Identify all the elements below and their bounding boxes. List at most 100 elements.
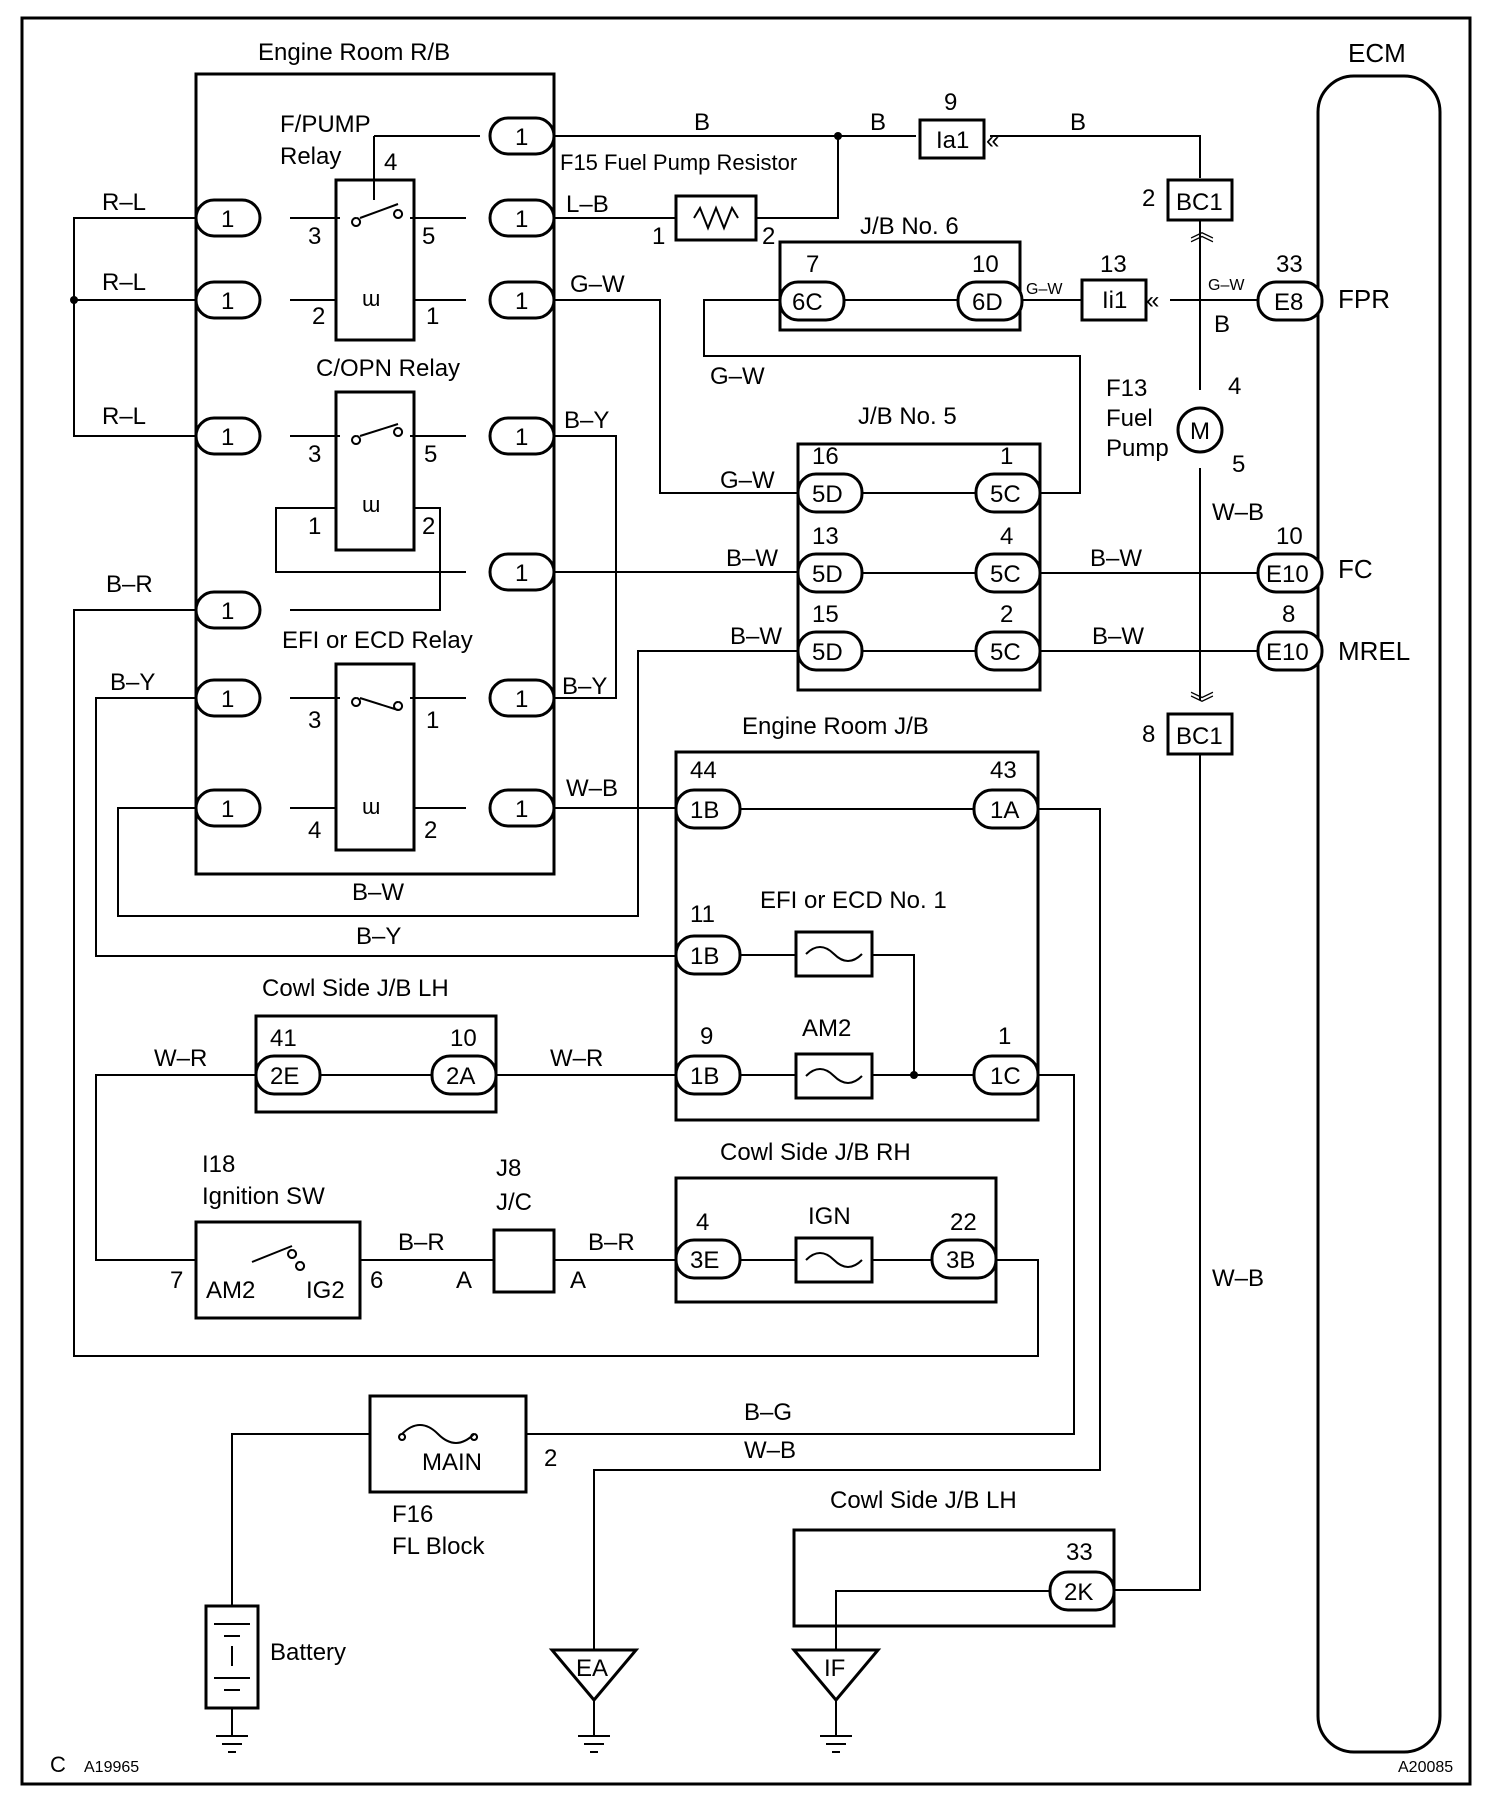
rb-conn-label: 1: [515, 124, 528, 151]
connector-e8-label: E8: [1274, 289, 1303, 316]
connector-6c-label: 6C: [792, 289, 823, 316]
connector-bc1-lower-arrow: ︾: [1190, 691, 1214, 718]
ecm-block: [1316, 74, 1442, 1754]
jb5-pin: 16: [812, 443, 839, 470]
jc-title-1: J8: [496, 1155, 521, 1182]
efi-relay-switch: [351, 697, 404, 711]
rb-conn-label: 1: [221, 288, 234, 315]
rb-conn-label: 1: [515, 424, 528, 451]
ecm-pin-fpr: FPR: [1338, 284, 1390, 314]
wire-l-b: [554, 136, 839, 219]
battery-cells: [214, 1623, 250, 1691]
jb5-conn-label: 5C: [990, 639, 1021, 666]
rb-conn-label: 1: [515, 288, 528, 315]
jb5-conn-label: 5C: [990, 561, 1021, 588]
ground-if-label: IF: [824, 1655, 845, 1682]
connector-1b-label: 1B: [690, 1063, 719, 1090]
cowl-rh-title: Cowl Side J/B RH: [720, 1139, 911, 1166]
engine-room-rb-title: Engine Room R/B: [258, 39, 450, 66]
fpump-pin-2: 2: [312, 303, 325, 330]
footer-left-letter: C: [50, 1752, 66, 1777]
wire-w-b-ecm: [1114, 754, 1201, 1591]
copn-relay-title: C/OPN Relay: [316, 355, 460, 382]
cowl-lh-title: Cowl Side J/B LH: [262, 975, 449, 1002]
wire-label-b-y: B–Y: [562, 673, 607, 700]
jc-a-left: A: [456, 1267, 472, 1294]
connector-1a-pin: 43: [990, 757, 1017, 784]
junction-connector-j8: [492, 1228, 556, 1294]
connector-2e-label: 2E: [270, 1063, 299, 1090]
resistor-zigzag: [693, 205, 739, 231]
connector-bc1-upper-label: BC1: [1176, 189, 1223, 216]
connector-e10-fc: [1256, 552, 1324, 594]
jb5-connectors: [796, 472, 1042, 672]
fuse-ign-symbol: [805, 1252, 863, 1268]
connector-3b-label: 3B: [946, 1247, 975, 1274]
jb6-pin-7: 7: [806, 251, 819, 278]
fpump-pin-5: 5: [422, 223, 435, 250]
cowl-lh-lower-internal: [835, 1590, 1050, 1650]
connector-1b-pin: 11: [690, 901, 715, 928]
am2-fuse-title: AM2: [802, 1015, 851, 1042]
fuel-pump-label-3: Pump: [1106, 435, 1169, 462]
connector-li1-arrow: «: [1146, 287, 1159, 314]
wire-label-b-w: B–W: [730, 623, 782, 650]
fuse-efi-no1-symbol: [805, 946, 863, 962]
wire-label-b: B: [1214, 311, 1230, 338]
ignition-sw-switch: [251, 1245, 306, 1271]
rb-conn-label: 1: [221, 686, 234, 713]
connector-e10-mrel-label: E10: [1266, 639, 1309, 666]
rb-conn-label: 1: [221, 424, 234, 451]
wire-label-g-w: G–W: [570, 271, 625, 298]
fpump-relay-internal: [290, 135, 480, 301]
fuel-pump-resistor-label: F15 Fuel Pump Resistor: [560, 150, 797, 175]
fpump-relay-body: [334, 178, 416, 342]
connector-2e-pin: 41: [270, 1025, 297, 1052]
fl-block-pin-2: 2: [544, 1445, 557, 1472]
connector-bc1-lower-pin: 8: [1142, 721, 1155, 748]
ground-ea-symbol: [578, 1700, 610, 1753]
wire-g-w: [554, 299, 1081, 494]
jb6-title: J/B No. 6: [860, 213, 959, 240]
wire-label-b-r: B–R: [398, 1229, 445, 1256]
efi-relay-coil: ɯ: [362, 794, 380, 819]
fl-block-title-2: FL Block: [392, 1533, 485, 1560]
ignition-sw-ig2: IG2: [306, 1277, 345, 1304]
copn-pin-3: 3: [308, 441, 321, 468]
wire-label-b-g: B–G: [744, 1399, 792, 1426]
connector-3e-label: 3E: [690, 1247, 719, 1274]
footer-left-code: A19965: [84, 1759, 139, 1776]
copn-relay-switch: [351, 423, 404, 445]
ground-ea-label: EA: [576, 1655, 608, 1682]
copn-pin-2: 2: [422, 513, 435, 540]
wire-label-b-w: B–W: [726, 545, 778, 572]
wire-label-b: B: [870, 109, 886, 136]
wire-label-w-b: W–B: [1212, 499, 1264, 526]
r-l-bus: [73, 217, 196, 437]
fpump-pin-1: 1: [426, 303, 439, 330]
connector-li1-label: Ii1: [1102, 287, 1127, 314]
connector-la1: [918, 118, 986, 160]
wire-label-r-l: R–L: [102, 269, 146, 296]
rb-conn-label: 1: [221, 796, 234, 823]
engine-room-rb-block: [194, 72, 556, 876]
ignition-sw-pin-7: 7: [170, 1267, 183, 1294]
wire-b-w-fc: [554, 571, 1258, 574]
jb5-pin: 15: [812, 601, 839, 628]
cowl-lh-lower-title: Cowl Side J/B LH: [830, 1487, 1017, 1514]
cowl-rh-block: [674, 1176, 998, 1304]
jb5-conn-label: 5D: [812, 639, 843, 666]
fl-block-link: [398, 1424, 479, 1444]
efi-no1-title: EFI or ECD No. 1: [760, 887, 947, 914]
efi-pin-2: 2: [424, 817, 437, 844]
fl-block: [368, 1394, 528, 1494]
wire-label-r-l: R–L: [102, 189, 146, 216]
ignition-sw-title-2: Ignition SW: [202, 1183, 325, 1210]
engine-room-jb-block: [674, 750, 1040, 1122]
fpump-relay-title-1: F/PUMP: [280, 111, 371, 138]
footer-right-code: A20085: [1398, 1759, 1453, 1776]
wire-w-r: [95, 1074, 676, 1261]
jb5-pin: 4: [1000, 523, 1013, 550]
jc-title-2: J/C: [496, 1189, 532, 1216]
